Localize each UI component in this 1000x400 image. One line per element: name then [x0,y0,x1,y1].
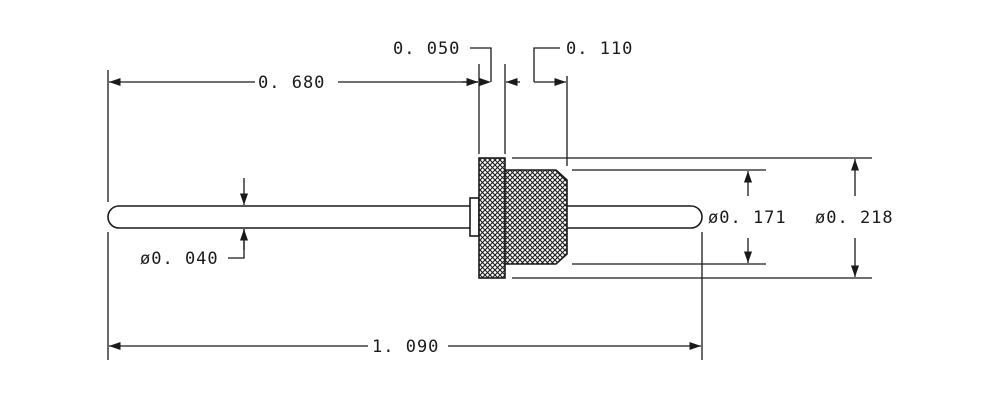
pin-shoulder [469,197,480,237]
pin-shaft [107,205,703,229]
dim-pin-extension: 0. 680 [107,70,478,202]
dim-pin-diameter: ø0. 040 [140,178,249,269]
dim-body-diameter: ø0. 171 [572,169,787,265]
dim-pin-extension-label: 0. 680 [258,73,325,93]
body-knurled [504,169,568,265]
dim-flange-diameter-label: ø0. 218 [815,208,894,228]
pin-part [107,157,703,279]
dim-flange-diameter: ø0. 218 [512,157,894,279]
dim-body-diameter-label: ø0. 171 [708,208,787,228]
flange-knurled [478,157,506,279]
dim-overall-length: 1. 090 [107,232,703,360]
dim-body-length-label: 0. 110 [566,39,633,59]
dim-body-length: 0. 110 [506,39,633,166]
dim-overall-length-label: 1. 090 [372,337,439,357]
dim-flange-thickness: 0. 050 [393,39,506,154]
dim-flange-thickness-label: 0. 050 [393,39,460,59]
dim-pin-diameter-label: ø0. 040 [140,249,219,269]
